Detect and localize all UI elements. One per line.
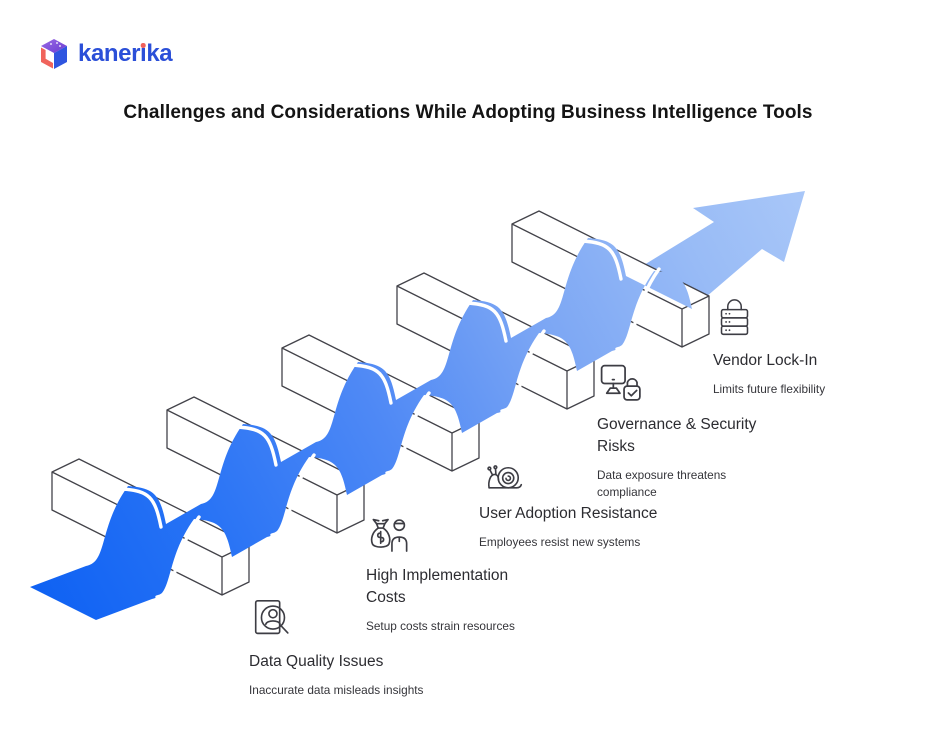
money-bag-person-icon [370,518,408,552]
challenge-title: Data Quality Issues [249,653,384,670]
challenge-title: User Adoption Resistance [479,505,658,522]
challenge-desc: Setup costs strain resources [366,619,515,633]
brand-wordmark: kanerıka [78,40,173,67]
challenge-desc: Inaccurate data misleads insights [249,683,424,697]
challenge-desc: Limits future flexibility [713,382,826,396]
challenge-desc: Data exposure threatens compliance [597,468,727,499]
challenge-user-adoption: User Adoption Resistance Employees resis… [479,452,709,551]
challenge-governance-security: Governance & Security Risks Data exposur… [597,359,775,500]
challenge-title: Vendor Lock-In [713,352,818,369]
document-person-search-icon [254,599,289,635]
challenge-vendor-lockin: Vendor Lock-In Limits future flexibility [713,297,893,398]
monitor-lock-icon [600,364,641,401]
challenge-title: High Implementation Costs [366,567,509,606]
ribbon-wave [30,238,692,620]
challenge-title: Governance & Security Risks [597,416,757,455]
challenge-data-quality: Data Quality Issues Inaccurate data misl… [249,596,449,699]
challenge-implementation-costs: High Implementation Costs Setup costs st… [366,509,534,635]
snail-icon [487,465,523,489]
server-lock-icon [720,299,749,336]
brand-logo: kanerıka [38,36,173,72]
ribbon-wrap-highlights [121,239,661,599]
kanerika-cube-icon [41,39,67,69]
page-title: Challenges and Considerations While Adop… [123,102,813,123]
challenge-desc: Employees resist new systems [479,535,641,549]
brand-i-red-dot: ı [140,40,147,67]
